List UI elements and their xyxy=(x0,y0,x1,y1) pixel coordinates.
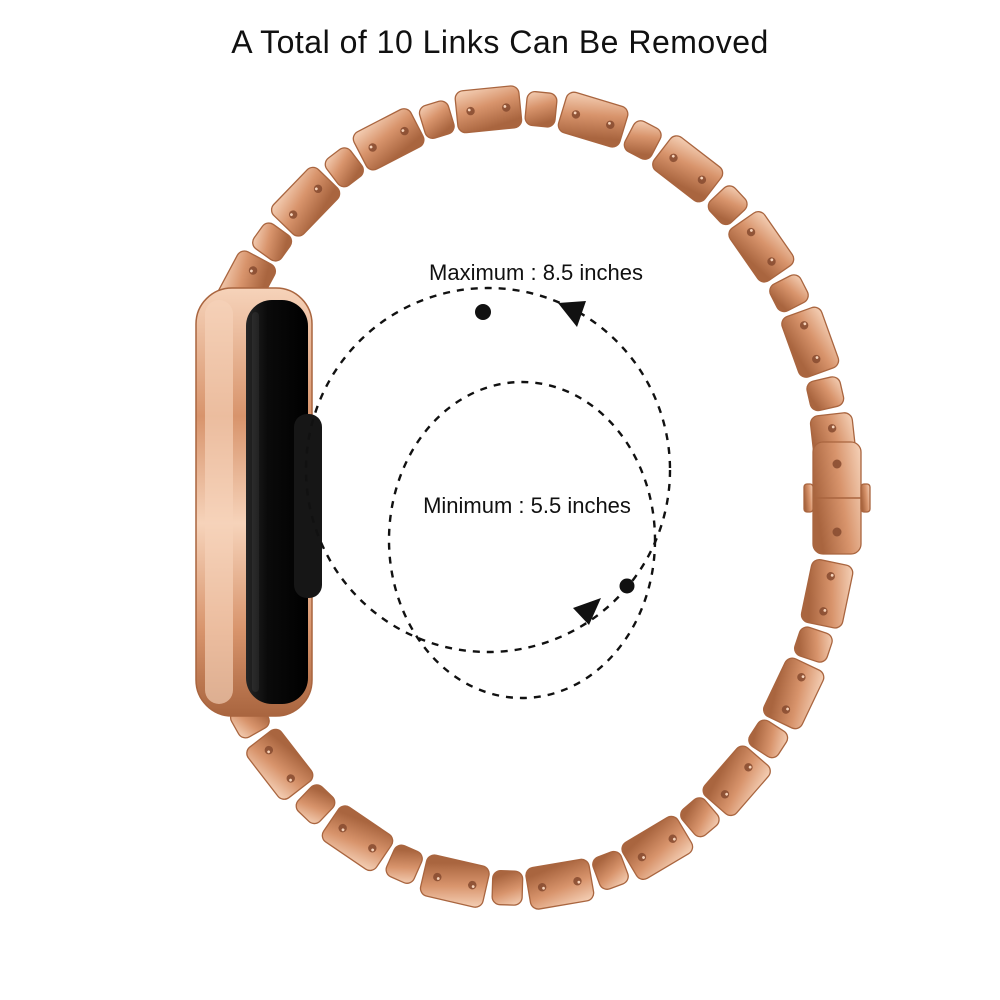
inner-direction-arrow xyxy=(573,598,601,625)
band-link xyxy=(270,166,341,237)
band-connector-link xyxy=(592,850,629,890)
band-connector-link xyxy=(793,626,833,663)
band-connector-link xyxy=(418,100,455,139)
band-link xyxy=(728,211,795,283)
screen-glare xyxy=(252,312,259,692)
band-link xyxy=(762,657,825,730)
maximum-length-label: Maximum : 8.5 inches xyxy=(425,260,647,286)
watch-capsule xyxy=(294,414,322,598)
band-link xyxy=(800,558,854,629)
band-link xyxy=(557,91,629,148)
watch-frame-highlight xyxy=(205,300,233,704)
fitness-tracker xyxy=(195,287,322,717)
outer-direction-arrow xyxy=(558,301,586,327)
outer-dashed-circle xyxy=(304,286,672,654)
band-link xyxy=(454,85,523,134)
band-link xyxy=(246,728,314,800)
minimum-point-dot xyxy=(619,578,635,594)
minimum-length-label: Minimum : 5.5 inches xyxy=(419,493,635,519)
band-link xyxy=(352,108,425,171)
band-connector-link xyxy=(524,91,558,128)
clasp-release-button xyxy=(803,483,814,513)
band-connector-link xyxy=(748,719,789,759)
clasp-release-button xyxy=(860,483,871,513)
band-connector-link xyxy=(295,784,336,825)
watch-screen xyxy=(246,300,308,704)
band-link xyxy=(702,745,771,817)
metal-band xyxy=(196,85,871,910)
page-title: A Total of 10 Links Can Be Removed xyxy=(231,24,769,60)
size-annotations xyxy=(304,286,672,700)
band-link xyxy=(321,805,394,872)
band-link xyxy=(652,135,724,203)
band-link xyxy=(621,815,694,881)
band-connector-link xyxy=(680,797,720,838)
clasp xyxy=(803,441,871,555)
band-connector-link xyxy=(623,120,662,160)
band-connector-link xyxy=(385,844,423,884)
inner-dashed-circle xyxy=(387,380,657,700)
band-connector-link xyxy=(769,274,809,313)
band-connector-link xyxy=(491,870,524,906)
band-link xyxy=(419,854,490,908)
band-connector-link xyxy=(252,222,293,262)
band-link xyxy=(781,306,840,378)
band-connector-link xyxy=(324,147,364,188)
band-connector-link xyxy=(707,185,748,226)
band-connector-link xyxy=(806,376,845,412)
maximum-point-dot xyxy=(475,304,491,320)
band-link xyxy=(525,858,595,910)
